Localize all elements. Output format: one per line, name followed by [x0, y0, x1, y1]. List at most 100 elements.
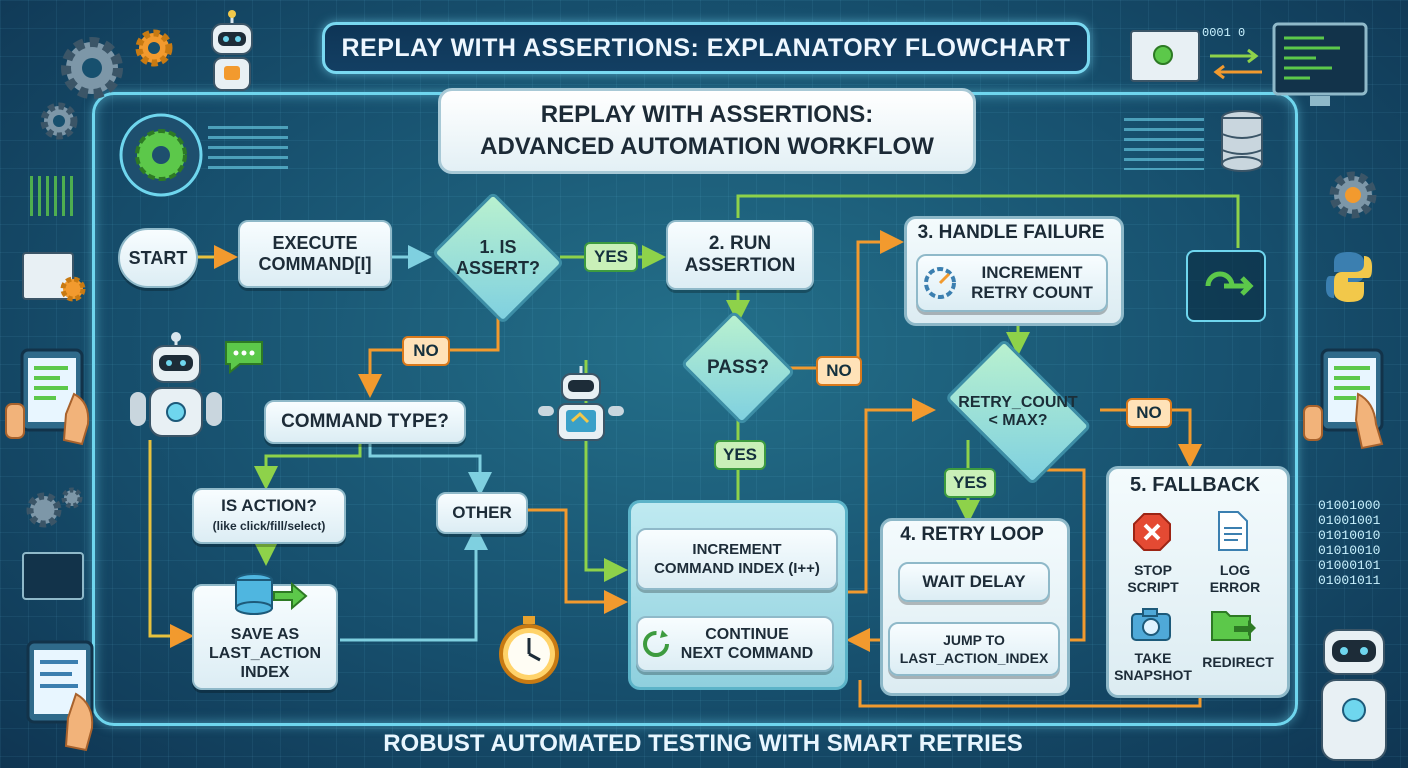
chat-bubble-icon	[225, 341, 263, 375]
increment-index-line-2: COMMAND INDEX (i++)	[654, 560, 820, 577]
robot-icon-bottom-right	[1321, 629, 1387, 761]
retry-check-line-2: < MAX?	[988, 412, 1048, 429]
decor-lines-top-left	[208, 126, 288, 176]
loop-back-icon	[1205, 271, 1254, 296]
tablet-hand-icon-left	[5, 348, 90, 446]
log-error-line-1: LOG	[1219, 562, 1251, 578]
jump-to-line-1: JUMP TO	[943, 632, 1005, 648]
tablet-hand-icon-bottom-left	[26, 640, 94, 752]
binary-line-1: 01001000	[1318, 498, 1381, 513]
binary-line-2: 01001001	[1318, 513, 1381, 528]
stopwatch-icon	[499, 616, 559, 684]
robot-icon-left	[130, 332, 222, 437]
start-node: START	[118, 228, 198, 288]
database-arrow-icon	[235, 573, 308, 615]
no-label-assert: NO	[402, 336, 450, 366]
run-assertion-line-1: 2. RUN	[708, 233, 772, 254]
binary-line-4: 01010010	[1318, 543, 1381, 558]
is-assert-line-2: ASSERT?	[455, 258, 540, 278]
pass-decision: PASS?	[680, 318, 796, 418]
increment-retry-node: INCREMENT RETRY COUNT	[916, 254, 1108, 312]
footer-tagline: ROBUST AUTOMATED TESTING WITH SMART RETR…	[383, 730, 1023, 757]
folder-redirect-icon	[1211, 611, 1256, 641]
jump-to-line-2: LAST_ACTION_INDEX	[899, 650, 1049, 666]
is-action-line-1: IS ACTION?	[221, 496, 317, 515]
increment-index-line-1: INCREMENT	[692, 541, 782, 558]
no-label-retry: NO	[1126, 398, 1172, 428]
save-as-line-1: SAVE AS	[230, 626, 300, 643]
robot-icon-top	[211, 10, 253, 91]
robot-icon-center	[538, 366, 624, 441]
is-assert-line-1: 1. IS	[479, 237, 517, 257]
start-label: START	[128, 247, 188, 268]
terminal-window-left	[22, 552, 84, 600]
continue-line-2: NEXT COMMAND	[680, 645, 814, 662]
stop-script-line-2: SCRIPT	[1127, 579, 1179, 595]
yes-label-pass: YES	[714, 440, 766, 470]
retry-check-line-1: RETRY_COUNT	[958, 394, 1078, 411]
monitor-icon	[1272, 22, 1368, 106]
wait-delay-node: WAIT DELAY	[898, 562, 1050, 602]
execute-command-node: EXECUTE COMMAND[i]	[238, 220, 392, 288]
retry-count-decision: RETRY_COUNT < MAX?	[934, 356, 1102, 468]
page-title: REPLAY WITH ASSERTIONS: EXPLANATORY FLOW…	[322, 22, 1090, 74]
subtitle-banner: REPLAY WITH ASSERTIONS: ADVANCED AUTOMAT…	[438, 88, 976, 174]
database-icon	[1221, 110, 1263, 172]
binary-column: 01001000 01001001 01010010 01010010 0100…	[1318, 498, 1380, 588]
increment-retry-line-1: INCREMENT	[981, 263, 1083, 282]
decor-bars-left	[30, 176, 74, 216]
handle-failure-title: 3. HANDLE FAILURE	[917, 222, 1105, 243]
yes-label-retry: YES	[944, 468, 996, 498]
transfer-arrows-icon	[1210, 48, 1262, 80]
other-label: OTHER	[452, 503, 512, 522]
decor-lines-top-right	[1124, 118, 1204, 170]
tablet-hand-icon-right	[1303, 348, 1384, 450]
stop-script-line-1: STOP	[1134, 562, 1172, 578]
gauge-icon	[924, 267, 956, 299]
continue-next-node: CONTINUE NEXT COMMAND	[636, 616, 834, 672]
gear-icon-right	[1329, 171, 1377, 219]
stop-script-label: STOP SCRIPT	[1118, 562, 1188, 596]
loop-back-panel	[1186, 250, 1266, 322]
retry-loop-title: 4. RETRY LOOP	[900, 524, 1044, 545]
binary-line-3: 01010010	[1318, 528, 1381, 543]
camera-icon	[1131, 608, 1171, 641]
binary-line-5: 01000101	[1318, 558, 1381, 573]
increment-retry-line-2: RETRY COUNT	[971, 283, 1093, 302]
increment-index-node: INCREMENT COMMAND INDEX (i++)	[636, 528, 838, 590]
take-snapshot-line-2: SNAPSHOT	[1114, 667, 1192, 683]
save-as-line-2: LAST_ACTION	[209, 645, 321, 662]
is-assert-decision: 1. IS ASSERT?	[430, 200, 566, 316]
execute-line-2: COMMAND[i]	[258, 254, 372, 274]
log-error-label: LOG ERROR	[1200, 562, 1270, 596]
jump-to-node: JUMP TO LAST_ACTION_INDEX	[888, 622, 1060, 676]
yes-label-assert: YES	[584, 242, 638, 272]
stop-icon	[1133, 513, 1171, 551]
gear-icon	[61, 37, 123, 99]
settings-dial-icon	[119, 113, 203, 197]
fallback-group	[1106, 466, 1290, 698]
small-gear-icon	[40, 102, 78, 140]
log-error-line-2: ERROR	[1209, 579, 1261, 595]
continue-line-1: CONTINUE	[705, 626, 789, 643]
command-type-label: COMMAND TYPE?	[281, 411, 449, 432]
orange-gear-icon	[135, 29, 173, 67]
redirect-label: REDIRECT	[1202, 654, 1274, 670]
gears-icon-left	[26, 487, 83, 528]
subtitle-line-2: ADVANCED AUTOMATION WORKFLOW	[480, 133, 934, 160]
document-icon	[1218, 511, 1248, 551]
wait-delay-label: WAIT DELAY	[922, 572, 1026, 591]
take-snapshot-line-1: TAKE	[1134, 650, 1172, 666]
execute-line-1: EXECUTE	[272, 233, 358, 253]
python-logo-icon	[1326, 252, 1372, 302]
other-node: OTHER	[436, 492, 528, 534]
bug-icon	[1153, 45, 1173, 65]
run-assertion-line-2: ASSERTION	[684, 255, 796, 276]
binary-line-6: 01001011	[1318, 573, 1381, 588]
take-snapshot-label: TAKE SNAPSHOT	[1108, 650, 1198, 684]
run-assertion-node: 2. RUN ASSERTION	[666, 220, 814, 290]
decor-code-text: 0001 0	[1202, 26, 1246, 40]
is-action-node: IS ACTION? (like click/fill/select)	[192, 488, 346, 544]
fallback-title: 5. FALLBACK	[1130, 474, 1260, 496]
no-label-pass: NO	[816, 356, 862, 386]
